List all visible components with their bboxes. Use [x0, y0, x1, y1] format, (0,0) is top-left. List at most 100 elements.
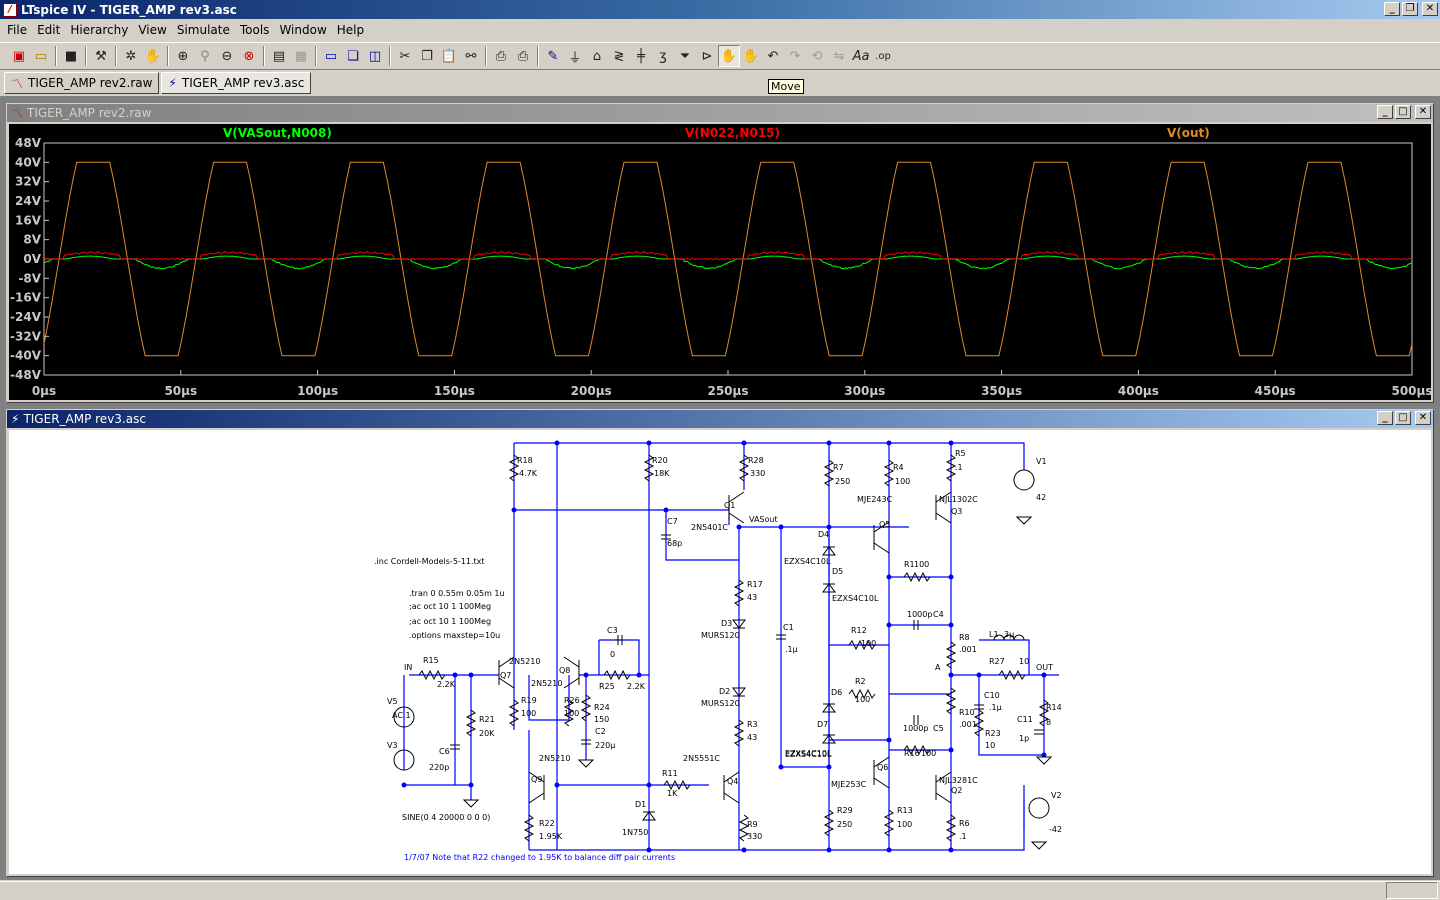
component-label[interactable]: NJL3281C [939, 776, 978, 785]
component-label[interactable]: R24 [594, 703, 610, 712]
resistor-icon[interactable]: ≷ [608, 45, 630, 67]
component-label[interactable]: D4 [818, 530, 829, 539]
cascade-icon[interactable]: ❏ [342, 45, 364, 67]
component-label[interactable]: -42 [1049, 825, 1062, 834]
component-label[interactable]: R9 [747, 820, 758, 829]
component-label[interactable]: V1 [1036, 457, 1047, 466]
component-label[interactable]: .001 [959, 720, 977, 729]
component-label[interactable]: 0 [610, 650, 615, 659]
component-label[interactable]: Q5 [879, 520, 890, 529]
component-label[interactable]: Q4 [727, 777, 738, 786]
component-label[interactable]: 100 [521, 709, 536, 718]
tab-schematic[interactable]: ⚡ TIGER_AMP rev3.asc [161, 72, 311, 94]
component-label[interactable]: 220p [429, 763, 449, 772]
component-label[interactable]: D7 [817, 720, 828, 729]
zoom-in-icon[interactable]: ⊕ [172, 45, 194, 67]
find-icon[interactable]: ⚯ [460, 45, 482, 67]
component-label[interactable]: 250 [835, 477, 850, 486]
component-label[interactable]: 42 [1036, 493, 1046, 502]
minimize-button[interactable]: _ [1377, 105, 1393, 119]
component-label[interactable]: R22 [539, 819, 555, 828]
undo-icon[interactable]: ↶ [762, 45, 784, 67]
diode-icon[interactable]: ⏷ [674, 45, 696, 67]
capacitor-icon[interactable]: ╪ [630, 45, 652, 67]
component-label[interactable]: C3 [607, 626, 618, 635]
component-label[interactable]: Q9 [531, 775, 542, 784]
component-label[interactable]: Q6 [877, 763, 888, 772]
zoom-cancel-icon[interactable]: ⊗ [238, 45, 260, 67]
maximize-button[interactable]: □ [1395, 105, 1411, 119]
component-label[interactable]: Q2 [951, 786, 962, 795]
component-label[interactable]: R23 [985, 729, 1001, 738]
drag-icon[interactable]: ✋ [740, 45, 762, 67]
menu-view[interactable]: View [133, 23, 171, 37]
print-preview-icon[interactable]: ⎙ [490, 45, 512, 67]
component-label[interactable]: R27 [989, 657, 1005, 666]
component-label[interactable]: 2N5210 [539, 754, 570, 763]
component-label[interactable]: 43 [747, 593, 757, 602]
component-label[interactable]: .1µ [989, 703, 1002, 712]
component-label[interactable]: C2 [595, 727, 606, 736]
component-label[interactable]: 2N5210 [531, 679, 562, 688]
component-label[interactable]: R10 [959, 708, 975, 717]
component-label[interactable]: 8 [1046, 718, 1051, 727]
component-label[interactable]: 2.2K [437, 680, 456, 689]
component-label[interactable]: D5 [832, 567, 843, 576]
component-label[interactable]: EZXS4C10L [785, 750, 832, 759]
ground-icon[interactable]: ⏚ [564, 45, 586, 67]
component-label[interactable]: 18K [654, 469, 670, 478]
component-label[interactable]: R17 [747, 580, 763, 589]
component-label[interactable]: R19 [521, 696, 537, 705]
component-label[interactable]: 250 [837, 820, 852, 829]
menu-edit[interactable]: Edit [32, 23, 65, 37]
component-label[interactable]: R3 [747, 720, 758, 729]
plot-pane-icon[interactable]: ▤ [268, 45, 290, 67]
component-label[interactable]: 100 [895, 477, 910, 486]
component-label[interactable]: .1 [959, 832, 967, 841]
component-label[interactable]: 100 [855, 695, 870, 704]
inductor-icon[interactable]: ʒ [652, 45, 674, 67]
component-label[interactable]: Q3 [951, 507, 962, 516]
component-label[interactable]: C7 [667, 517, 678, 526]
component-label[interactable]: EZXS4C10L [784, 557, 831, 566]
component-label[interactable]: R13 [897, 806, 913, 815]
component-label[interactable]: 150 [594, 715, 609, 724]
component-label[interactable]: R26 [564, 696, 580, 705]
component-label[interactable]: R20 [652, 456, 668, 465]
component-label[interactable]: 1.95K [539, 832, 563, 841]
component-label[interactable]: V2 [1051, 791, 1062, 800]
directive-ac-2[interactable]: ;ac oct 10 1 100Meg [409, 617, 491, 626]
component-label[interactable]: 2N5551C [683, 754, 720, 763]
component-label[interactable]: 220µ [595, 741, 615, 750]
print-icon[interactable]: ⎙ [512, 45, 534, 67]
component-label[interactable]: C5 [933, 724, 944, 733]
component-label[interactable]: R6 [959, 819, 970, 828]
close-button[interactable]: ✕ [1422, 2, 1438, 16]
component-label[interactable]: .001 [959, 645, 977, 654]
zoom-out-icon[interactable]: ⚲ [194, 45, 216, 67]
menu-hierarchy[interactable]: Hierarchy [65, 23, 133, 37]
component-label[interactable]: 2.2K [627, 682, 646, 691]
component-label[interactable]: 100 [921, 749, 936, 758]
component-label[interactable]: C4 [933, 610, 944, 619]
component-label[interactable]: 100 [861, 639, 876, 648]
component-label[interactable]: 1000p [907, 610, 932, 619]
component-label[interactable]: 330 [750, 469, 765, 478]
close-button[interactable]: ✕ [1415, 105, 1431, 119]
component-label[interactable]: R28 [748, 456, 764, 465]
component-label[interactable]: D6 [831, 688, 842, 697]
wire-icon[interactable]: ✎ [542, 45, 564, 67]
component-label[interactable]: R7 [833, 463, 844, 472]
zoom-fit-icon[interactable]: ⊖ [216, 45, 238, 67]
component-label[interactable]: L1 [989, 630, 999, 639]
component-label[interactable]: .1 [955, 463, 963, 472]
component-label[interactable]: 10 [985, 741, 995, 750]
component-label[interactable]: 1N750 [622, 828, 648, 837]
close-button[interactable]: ✕ [1415, 411, 1431, 425]
component-label[interactable]: 100 [897, 820, 912, 829]
open-icon[interactable]: ▭ [30, 45, 52, 67]
rotate-icon[interactable]: ⟲ [806, 45, 828, 67]
component-label[interactable]: MJE243C [857, 495, 893, 504]
trace-label-n022[interactable]: V(N022,N015) [685, 126, 780, 140]
component-label[interactable]: 1K [667, 789, 678, 798]
